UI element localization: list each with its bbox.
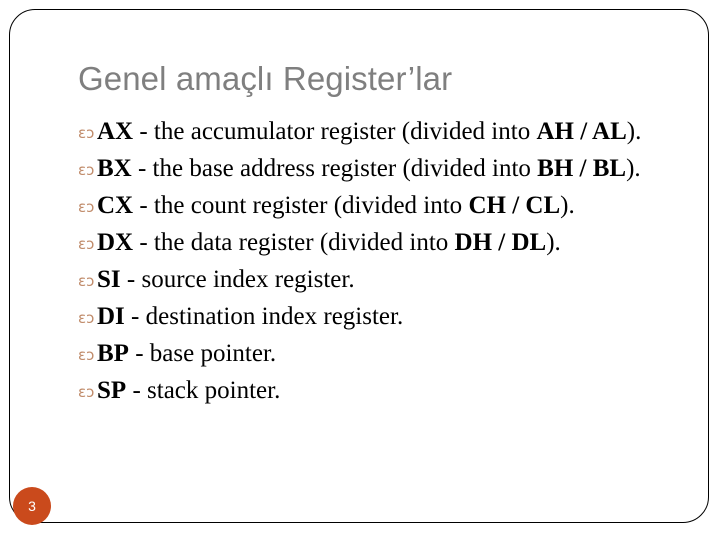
register-description-text: - source index register. (120, 266, 355, 293)
register-description-text: - destination index register. (124, 303, 404, 330)
bullet-ornament-icon: εɔ (78, 235, 95, 253)
register-description-text: - the accumulator register (divided into (133, 118, 537, 145)
sub-register-names: BH / BL (537, 155, 627, 182)
register-description-suffix: ). (626, 155, 641, 182)
sub-register-names: CH / CL (468, 192, 561, 219)
page-title: Genel amaçlı Register’lar (78, 60, 453, 97)
register-description: BX - the base address register (divided … (97, 150, 641, 187)
register-description: CX - the count register (divided into CH… (97, 187, 575, 224)
register-description-text: - stack pointer. (126, 377, 281, 404)
register-name: AX (97, 118, 134, 145)
bullet-ornament-icon: εɔ (78, 383, 95, 401)
register-name: BX (97, 155, 132, 182)
register-description-text: - base pointer. (128, 340, 277, 367)
register-description-suffix: ). (546, 229, 561, 256)
bullet-ornament-icon: εɔ (78, 198, 95, 216)
register-description: AX - the accumulator register (divided i… (97, 113, 641, 150)
register-description: BP - base pointer. (97, 335, 276, 372)
register-description: DI - destination index register. (97, 298, 403, 335)
register-name: DX (97, 229, 134, 256)
register-name: SP (97, 377, 127, 404)
register-name: CX (97, 192, 134, 219)
sub-register-names: DH / DL (454, 229, 547, 256)
sub-register-names: AH / AL (536, 118, 627, 145)
bullet-ornament-icon: εɔ (78, 346, 95, 364)
register-name: SI (97, 266, 121, 293)
bullet-ornament-icon: εɔ (78, 124, 95, 142)
register-description-text: - the base address register (divided int… (131, 155, 538, 182)
register-name: BP (97, 340, 129, 367)
bullet-ornament-icon: εɔ (78, 161, 95, 179)
register-description: SP - stack pointer. (97, 372, 280, 409)
register-description-text: - the count register (divided into (133, 192, 469, 219)
page-number-badge: 3 (13, 487, 51, 525)
register-description: DX - the data register (divided into DH … (97, 224, 561, 261)
bullet-ornament-icon: εɔ (78, 272, 95, 290)
register-description: SI - source index register. (97, 261, 355, 298)
bullet-ornament-icon: εɔ (78, 309, 95, 327)
register-description-suffix: ). (560, 192, 575, 219)
register-name: DI (97, 303, 125, 330)
register-description-text: - the data register (divided into (133, 229, 455, 256)
register-description-suffix: ). (626, 118, 642, 145)
